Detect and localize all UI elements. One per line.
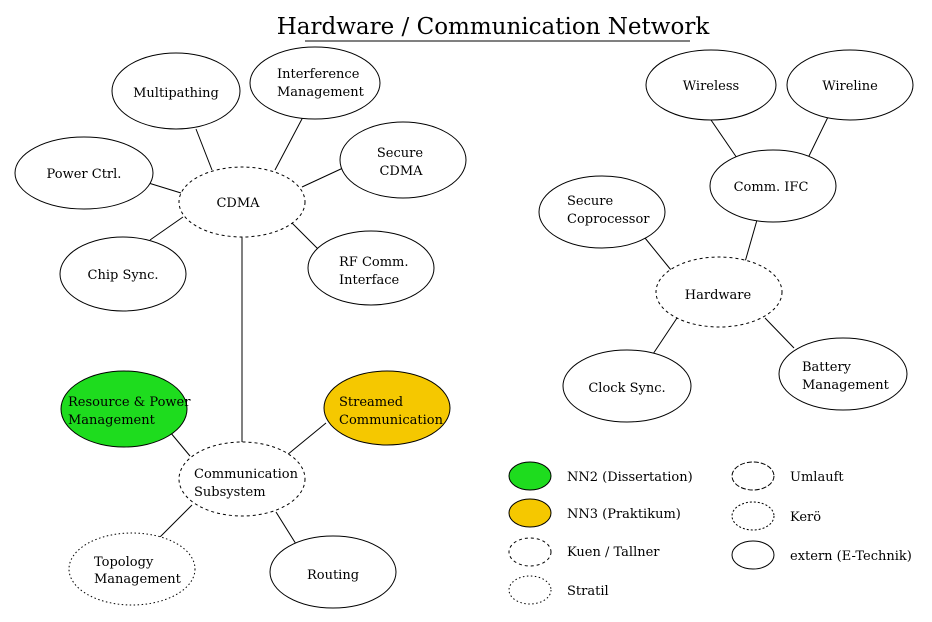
node-label: Management [68, 413, 156, 428]
node-label: Management [802, 378, 890, 393]
node-label: CDMA [379, 164, 423, 179]
node-clock-sync: Clock Sync. [562, 349, 692, 423]
edge-comm-topology [159, 504, 193, 538]
edge-comm-resource [169, 431, 191, 457]
node-label: Multipathing [133, 86, 219, 101]
node-label: Comm. IFC [734, 180, 809, 195]
node-label: Communication [339, 413, 444, 428]
node-label: Coprocessor [567, 212, 650, 227]
legend-swatch [508, 537, 552, 567]
edge-ifc-wireline [807, 116, 829, 159]
node-wireline: Wireline [786, 49, 914, 121]
node-label: Interference [277, 67, 360, 82]
edge-comm-streamed [286, 422, 327, 456]
node-chip-sync: Chip Sync. [59, 236, 187, 312]
node-label: Streamed [339, 395, 403, 410]
edge-comm-routing [275, 511, 297, 545]
legend-label: Kuen / Tallner [567, 545, 660, 560]
node-label: Topology [94, 555, 154, 570]
legend-kero: Kerö [731, 501, 821, 531]
node-topology-management: Topology Management [68, 532, 196, 606]
node-secure-coprocessor: Secure Coprocessor [538, 175, 666, 249]
node-streamed-communication: Streamed Communication [323, 370, 451, 446]
node-label: Secure [377, 146, 423, 161]
node-battery-management: Battery Management [778, 337, 908, 411]
node-label: CDMA [216, 196, 260, 211]
node-label: Chip Sync. [88, 268, 159, 283]
edge-cdma-chip-sync [149, 216, 184, 241]
node-label: Interface [339, 273, 399, 288]
edge-cdma-multipathing [195, 128, 213, 171]
legend-nn2: NN2 (Dissertation) [508, 461, 693, 491]
node-wireless: Wireless [645, 49, 777, 121]
node-label: Secure [567, 194, 613, 209]
edge-cdma-secure-cdma [301, 167, 344, 188]
node-communication-subsystem: Communication Subsystem [178, 441, 306, 517]
edge-hardware-battery [764, 317, 795, 349]
legend-swatch [508, 498, 552, 528]
node-label: Resource & Power [68, 395, 191, 410]
edges [141, 116, 829, 545]
legend-umlauft: Umlauft [731, 461, 844, 491]
legend-nn3: NN3 (Praktikum) [508, 498, 681, 528]
legend-swatch [731, 461, 775, 491]
node-fill-nn2 [60, 370, 188, 448]
legend-label: Kerö [790, 510, 821, 525]
node-power-ctrl: Power Ctrl. [14, 136, 154, 210]
node-routing: Routing [269, 535, 397, 609]
node-hardware: Hardware [655, 256, 783, 328]
legend-swatch [731, 501, 775, 531]
legend-stratil: Stratil [508, 575, 609, 605]
node-interference-management: Interference Management [249, 46, 381, 120]
edge-ifc-wireless [710, 119, 738, 159]
node-label: Clock Sync. [588, 381, 665, 396]
legend-swatch [508, 575, 552, 605]
node-label: Management [94, 572, 182, 587]
edge-cdma-interference [274, 116, 304, 171]
legend-label: NN3 (Praktikum) [567, 507, 681, 522]
legend: NN2 (Dissertation) NN3 (Praktikum) Kuen … [508, 461, 912, 605]
node-label: Routing [307, 568, 359, 583]
node-label: Management [277, 85, 365, 100]
legend-label: Stratil [567, 584, 609, 599]
node-cdma: CDMA [178, 166, 306, 238]
node-comm-ifc: Comm. IFC [709, 149, 837, 223]
legend-swatch [731, 540, 775, 570]
node-label: Wireline [822, 79, 878, 94]
diagram-title: Hardware / Communication Network [277, 14, 711, 40]
legend-kuen: Kuen / Tallner [508, 537, 660, 567]
edge-cdma-rf-comm [291, 222, 320, 251]
node-label: RF Comm. [339, 255, 409, 270]
node-label: Battery [802, 360, 852, 375]
legend-label: extern (E-Technik) [790, 549, 912, 564]
node-label: Wireless [683, 79, 739, 94]
node-label: Subsystem [194, 485, 266, 500]
node-fill-nn3 [323, 370, 451, 446]
node-rf-comm-interface: RF Comm. Interface [307, 230, 435, 306]
legend-extern: extern (E-Technik) [731, 540, 912, 570]
node-label: Hardware [685, 288, 752, 303]
edge-hardware-coprocessor [644, 237, 672, 271]
node-label: Power Ctrl. [47, 167, 122, 182]
node-secure-cdma: Secure CDMA [339, 121, 467, 199]
node-label: Communication [194, 467, 299, 482]
node-multipathing: Multipathing [111, 52, 241, 130]
edge-hardware-clock [652, 317, 678, 355]
legend-swatch [508, 461, 552, 491]
edge-hardware-ifc [744, 219, 758, 263]
legend-label: Umlauft [790, 470, 844, 485]
legend-label: NN2 (Dissertation) [567, 470, 693, 485]
node-resource-power-management: Resource & Power Management [60, 370, 191, 448]
